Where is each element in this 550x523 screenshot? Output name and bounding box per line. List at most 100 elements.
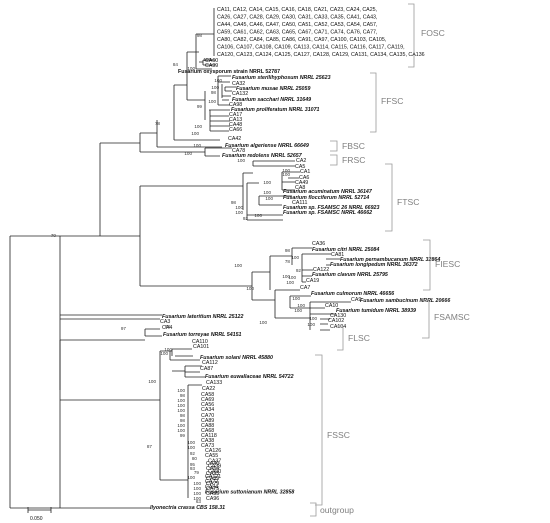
support-value: 100 xyxy=(203,57,211,62)
support-value: 98 xyxy=(180,418,186,423)
leaf-label-fper: Fusarium pernambucanum NRRL 32864 xyxy=(340,257,440,263)
group-label-fsamsc: FSAMSC xyxy=(434,312,470,322)
support-value: 100 xyxy=(187,475,195,480)
support-value: 100 xyxy=(259,320,267,325)
leaf-label-ca96: CA96 xyxy=(206,496,219,502)
support-value: 92 xyxy=(190,451,196,456)
leaf-label-fcla: Fusarium clavum NRRL 25795 xyxy=(312,272,389,278)
group-label-outgroup: outgroup xyxy=(320,505,354,515)
support-value: 78 xyxy=(155,121,161,126)
leaf-label-fsol: Fusarium solani NRRL 45880 xyxy=(200,355,273,361)
support-value: 100 xyxy=(211,85,219,90)
leaf-label-ca58: CA58 xyxy=(201,392,214,398)
support-value: 99 xyxy=(197,104,203,109)
support-value: 100 xyxy=(164,347,172,352)
fosc-line-5: CA80, CA82, CA84, CA85, CA86, CA91, CA97… xyxy=(217,37,386,43)
support-value: 70 xyxy=(51,233,57,238)
leaf-label-fmus: Fusarium musae NRRL 25059 xyxy=(236,86,310,92)
support-value: 100 xyxy=(187,440,195,445)
leaf-label-ca40: CA40 xyxy=(206,461,219,467)
support-value: 92 xyxy=(296,268,302,273)
leaf-label-fsam: Fusarium sambucinum NRRL 20666 xyxy=(360,298,450,304)
leaf-label-ca36: CA36 xyxy=(312,241,325,247)
leaf-label-ca126: CA126 xyxy=(205,448,221,454)
support-value: 100 xyxy=(184,151,192,156)
support-value: 100 xyxy=(177,423,185,428)
support-value: 100 xyxy=(187,445,195,450)
leaf-label-fster: Fusarium sterilihyphosum NRRL 25623 xyxy=(232,75,331,81)
support-value: 100 xyxy=(160,351,168,356)
leaf-label-foxy: Fusarium oxysporum strain NRRL 52787 xyxy=(178,69,280,75)
support-values: 9884100100100100981009978100100100100100… xyxy=(51,33,318,504)
fosc-line-3: CA44, CA45, CA46, CA47, CA50, CA51, CA52… xyxy=(217,22,377,28)
support-value: 100 xyxy=(235,210,243,215)
leaf-label-ca133: CA133 xyxy=(206,380,222,386)
leaf-label-ca87: CA87 xyxy=(200,366,213,372)
leaf-label-ca81: CA81 xyxy=(331,252,344,258)
leaf-label-ca7: CA7 xyxy=(300,285,310,291)
group-label-fiesc: FIESC xyxy=(435,259,460,269)
group-label-ftsc: FTSC xyxy=(397,197,419,207)
leaf-label-ca110: CA110 xyxy=(192,339,208,345)
support-value: 100 xyxy=(282,172,290,177)
group-brackets xyxy=(310,3,431,517)
leaf-label-fflo: Fusarium flocciferum NRRL 52714 xyxy=(283,195,369,201)
support-value: 100 xyxy=(237,158,245,163)
support-value: 100 xyxy=(286,280,294,285)
leaf-label-ca6: CA6 xyxy=(299,175,309,181)
support-value: 100 xyxy=(193,486,201,491)
group-label-fosc: FOSC xyxy=(421,28,445,38)
fosc-line-7: CA120, CA123, CA124, CA125, CA127, CA128… xyxy=(217,52,425,58)
leaf-label-ca89b: CA89 xyxy=(206,476,219,482)
support-value: 93 xyxy=(190,466,196,471)
leaf-label-facu: Fusarium acuminatum NRRL 36147 xyxy=(283,189,373,195)
support-value: 92 xyxy=(243,216,249,221)
support-value: 100 xyxy=(246,286,254,291)
leaf-label-ca3: CA3 xyxy=(160,319,170,325)
group-label-fbsc: FBSC xyxy=(342,141,365,151)
leaf-label-ca90: CA90 xyxy=(208,469,221,475)
leaf-label-ca130: CA130 xyxy=(330,313,346,319)
support-value: 95 xyxy=(190,462,196,467)
leaf-label-ca102: CA102 xyxy=(328,318,344,324)
group-label-flsc: FLSC xyxy=(348,333,370,343)
support-value: 100 xyxy=(177,408,185,413)
leaf-label-ca42: CA42 xyxy=(228,136,241,142)
leaf-label-ftor: Fusarium torreyae NRRL 54151 xyxy=(163,332,242,338)
leaf-label-feum: Fusarium euwallaceae NRRL 54722 xyxy=(205,374,294,380)
leaf-label-ca111: CA111 xyxy=(292,200,307,206)
leaf-label-ca122: CA122 xyxy=(313,267,329,273)
support-value: 100 xyxy=(177,403,185,408)
group-labels: FOSC FFSC FBSC FRSC FTSC FIESC FSAMSC FL… xyxy=(320,28,470,515)
support-value: 84 xyxy=(173,62,179,67)
leaf-label-flat: Fusarium lateritium NRRL 25122 xyxy=(162,314,243,320)
support-value: 79 xyxy=(194,470,200,475)
support-value: 100 xyxy=(235,205,243,210)
support-value: 100 xyxy=(187,66,195,71)
support-value: 98 xyxy=(180,413,186,418)
support-value: 98 xyxy=(285,248,291,253)
leaf-label-ca121: CA121 xyxy=(205,474,221,480)
support-value: 100 xyxy=(294,308,302,313)
support-value: 100 xyxy=(297,303,305,308)
leaf-label-fsac: Fusarium sacchari NRRL 31649 xyxy=(232,97,311,103)
support-value: 100 xyxy=(191,131,199,136)
leaf-label-ca49: CA49 xyxy=(295,180,308,186)
leaf-label-ca64: CA64 xyxy=(206,466,219,472)
support-value: 100 xyxy=(263,180,271,185)
leaf-label-ca4: CA4 xyxy=(162,325,172,331)
support-value: 100 xyxy=(288,275,296,280)
leaf-label-ca89: CA89 xyxy=(201,418,214,424)
support-value: 99 xyxy=(180,433,186,438)
support-value: 100 xyxy=(177,428,185,433)
support-value: 100 xyxy=(234,263,242,268)
support-value: 100 xyxy=(177,398,185,403)
leaf-label-ca13: CA13 xyxy=(229,117,242,123)
group-label-ffsc: FFSC xyxy=(381,96,403,106)
support-value: 100 xyxy=(193,491,201,496)
support-value: 97 xyxy=(121,326,127,331)
leaf-label-ca73: CA73 xyxy=(201,443,214,449)
leaf-label-ca72: CA72 xyxy=(205,479,218,485)
fosc-line-4: CA59, CA61, CA62, CA63, CA65, CA67, CA71… xyxy=(217,30,377,36)
support-value: 100 xyxy=(292,296,300,301)
